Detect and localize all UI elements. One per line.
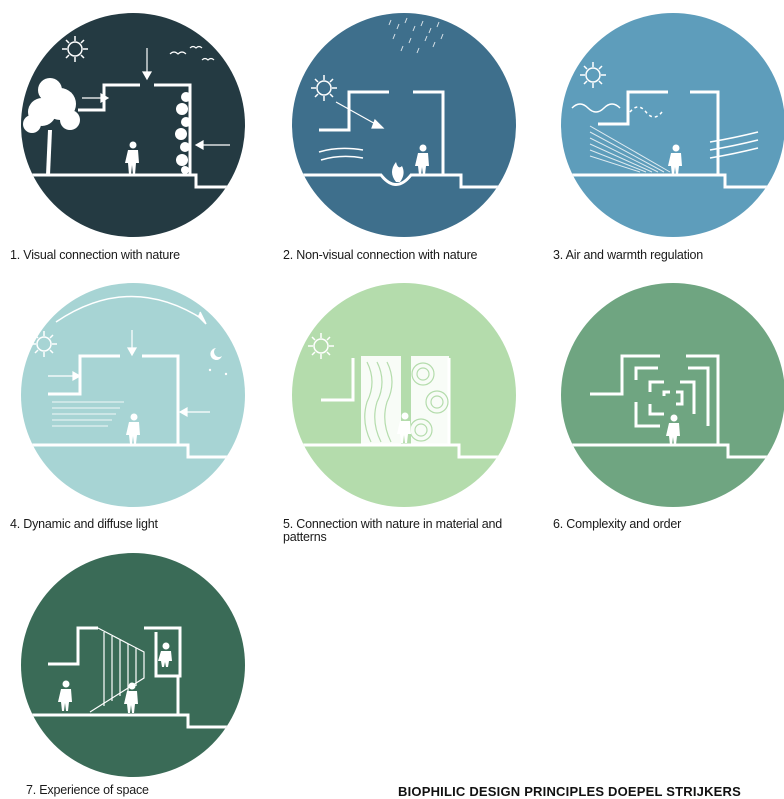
- caption-2: 2. Non-visual connection with nature: [283, 248, 478, 262]
- sun-icon: [580, 62, 606, 88]
- warmth-rays: [589, 125, 671, 173]
- building-outline: [48, 354, 180, 445]
- page-title: BIOPHILIC DESIGN PRINCIPLES DOEPEL STRIJ…: [398, 784, 742, 799]
- sun-path-arrow: [55, 295, 207, 325]
- arrow-icon: [82, 48, 230, 151]
- panel-4: [20, 282, 246, 508]
- building-outline: [319, 90, 445, 175]
- wind-icon: [318, 147, 364, 161]
- nested-frame-2: [648, 380, 696, 416]
- fire-icon: [392, 162, 404, 182]
- sun-icon: [62, 36, 88, 62]
- panel-7: [20, 552, 246, 778]
- arrow-icon: [335, 101, 385, 129]
- panel-7-diagram: [21, 553, 245, 777]
- panel-1-circle: [21, 13, 245, 237]
- tree-icon: [23, 78, 80, 175]
- sun-icon: [308, 333, 334, 359]
- person-icon: [666, 414, 680, 445]
- panel-2-circle: [292, 13, 516, 237]
- caption-7: 7. Experience of space: [26, 783, 149, 797]
- panel-3: [560, 12, 784, 238]
- panel-4-diagram: [21, 283, 245, 507]
- panel-1-diagram: [21, 13, 245, 237]
- building-outline: [598, 90, 720, 175]
- panel-3-circle: [561, 13, 784, 237]
- panel-3-diagram: [561, 13, 784, 237]
- bird-icon: [169, 45, 215, 61]
- caption-6: 6. Complexity and order: [553, 517, 682, 531]
- caption-5: 5. Connection with nature in material an…: [283, 517, 503, 544]
- sun-icon: [31, 331, 57, 357]
- person-icon: [668, 144, 682, 175]
- person-icon: [126, 413, 140, 444]
- person-icon: [415, 144, 429, 175]
- building-outline: [590, 354, 720, 445]
- caption-1: 1. Visual connection with nature: [10, 248, 180, 262]
- panel-6-diagram: [561, 283, 784, 507]
- diffuse-light-lines: [52, 401, 124, 427]
- person-icon: [58, 642, 172, 713]
- panel-5-circle: [292, 283, 516, 507]
- panel-2: [291, 12, 517, 238]
- ground-line: [21, 713, 245, 729]
- panel-1: [20, 12, 246, 238]
- perspective-tunnel: [89, 627, 145, 713]
- ivy-wall: [175, 92, 191, 174]
- caption-3: 3. Air and warmth regulation: [553, 248, 704, 262]
- moon-icon: [208, 348, 228, 376]
- ground-line: [21, 443, 245, 459]
- panel-6: [560, 282, 784, 508]
- ground-line: [561, 173, 784, 189]
- nested-frame-3: [662, 390, 684, 406]
- caption-4: 4. Dynamic and diffuse light: [10, 517, 158, 531]
- person-icon: [125, 141, 139, 175]
- arrow-icon: [48, 330, 210, 418]
- panel-5: [291, 282, 517, 508]
- person-icon: [397, 412, 411, 443]
- rain-icon: [388, 17, 444, 54]
- panel-5-diagram: [292, 283, 516, 507]
- sun-icon: [311, 75, 337, 101]
- wood-grain-lines: [364, 361, 449, 443]
- nested-frame-1: [634, 366, 710, 428]
- wind-icon: [571, 103, 759, 159]
- building-outline: [48, 626, 182, 715]
- ground-line: [21, 173, 245, 189]
- ground-line: [561, 443, 784, 459]
- panel-2-diagram: [292, 13, 516, 237]
